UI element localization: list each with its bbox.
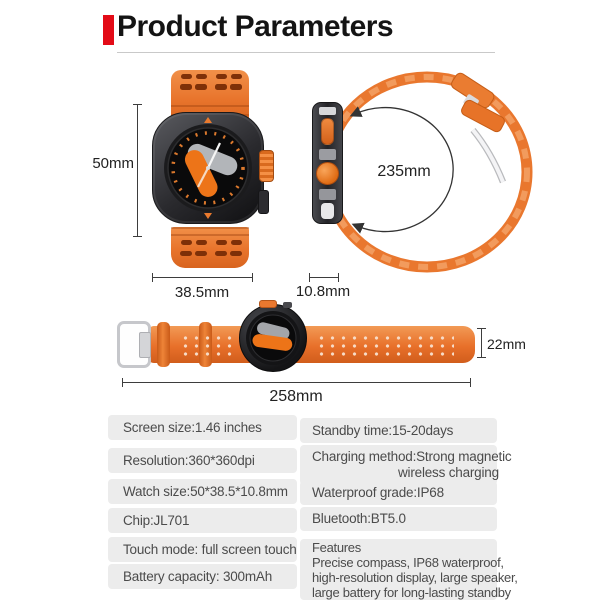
spec-charging: Charging method:Strong magnetic wireless… — [300, 445, 512, 485]
strap-holes-left — [180, 334, 236, 358]
side-case-cap — [319, 107, 336, 115]
total-length-measure-line — [122, 378, 471, 387]
flat-crown — [259, 300, 277, 308]
spec-text: Waterproof grade:IP68 — [312, 485, 444, 500]
spec-text: Watch size:50*38.5*10.8mm — [123, 483, 288, 499]
spec-resolution: Resolution:360*360dpi — [108, 448, 297, 473]
spec-text: large battery for long-lasting standby — [312, 584, 511, 600]
strap-loop — [321, 71, 533, 273]
spec-text: Standby time:15-20days — [312, 422, 454, 438]
title-accent-bar — [103, 15, 114, 45]
spec-screen-size: Screen size:1.46 inches — [108, 415, 297, 440]
page-title: Product Parameters — [117, 10, 394, 43]
watch-face — [164, 124, 252, 212]
strap-width-measure-line — [477, 328, 486, 358]
side-detail-lower — [319, 189, 336, 200]
width-measure-line — [152, 273, 253, 282]
title-underline — [117, 52, 495, 53]
spec-chip: Chip:JL701 — [108, 508, 297, 533]
spec-battery: Battery capacity: 300mAh — [108, 564, 297, 589]
case-height-label: 50mm — [92, 155, 134, 172]
spec-bluetooth: Bluetooth:BT5.0 — [300, 507, 497, 531]
spec-text: wireless charging — [398, 465, 499, 480]
spec-features: Features Precise compass, IP68 waterproo… — [300, 539, 518, 600]
side-case-tip — [321, 203, 334, 219]
spec-text: Screen size:1.46 inches — [123, 419, 262, 435]
spec-text: high-resolution display, large speaker, — [312, 569, 518, 585]
side-detail-upper — [319, 149, 336, 160]
spec-text: Resolution:360*360dpi — [123, 452, 255, 468]
strap-holes-right — [316, 334, 454, 358]
buckle-pin — [139, 332, 151, 358]
spec-text: Chip:JL701 — [123, 512, 190, 528]
spec-text: Battery capacity: 300mAh — [123, 568, 273, 584]
side-case — [312, 102, 343, 224]
side-button-slot — [321, 118, 334, 145]
spec-text: Bluetooth:BT5.0 — [312, 511, 406, 526]
flat-side-button — [283, 302, 292, 308]
case-width-label: 38.5mm — [174, 284, 230, 301]
watch-side-button — [258, 190, 269, 214]
watch-crown — [259, 150, 274, 182]
spec-text: Features — [312, 539, 361, 555]
spec-waterproof: Waterproof grade:IP68 — [300, 481, 497, 505]
strap-width-label: 22mm — [487, 336, 526, 352]
spec-watch-size: Watch size:50*38.5*10.8mm — [108, 479, 297, 504]
bezel-marker-top — [204, 117, 212, 123]
case-thickness-label: 10.8mm — [295, 283, 351, 300]
spec-text: Charging method:Strong magnetic — [312, 449, 512, 464]
spec-standby: Standby time:15-20days — [300, 418, 497, 443]
height-measure-line — [133, 104, 142, 237]
bezel-marker-bottom — [204, 213, 212, 219]
strap-keeper — [157, 322, 170, 367]
side-crown — [316, 162, 339, 185]
thickness-measure-line — [309, 273, 339, 282]
spec-touch-mode: Touch mode: full screen touch — [108, 537, 297, 562]
watch-strap-bottom — [171, 227, 249, 268]
total-length-label: 258mm — [269, 388, 323, 405]
strap-circumference-label: 235mm — [377, 163, 431, 180]
spec-text: Precise compass, IP68 waterproof, — [312, 554, 504, 570]
spec-text: Touch mode: full screen touch — [123, 541, 297, 557]
flat-watch-face — [246, 311, 300, 365]
